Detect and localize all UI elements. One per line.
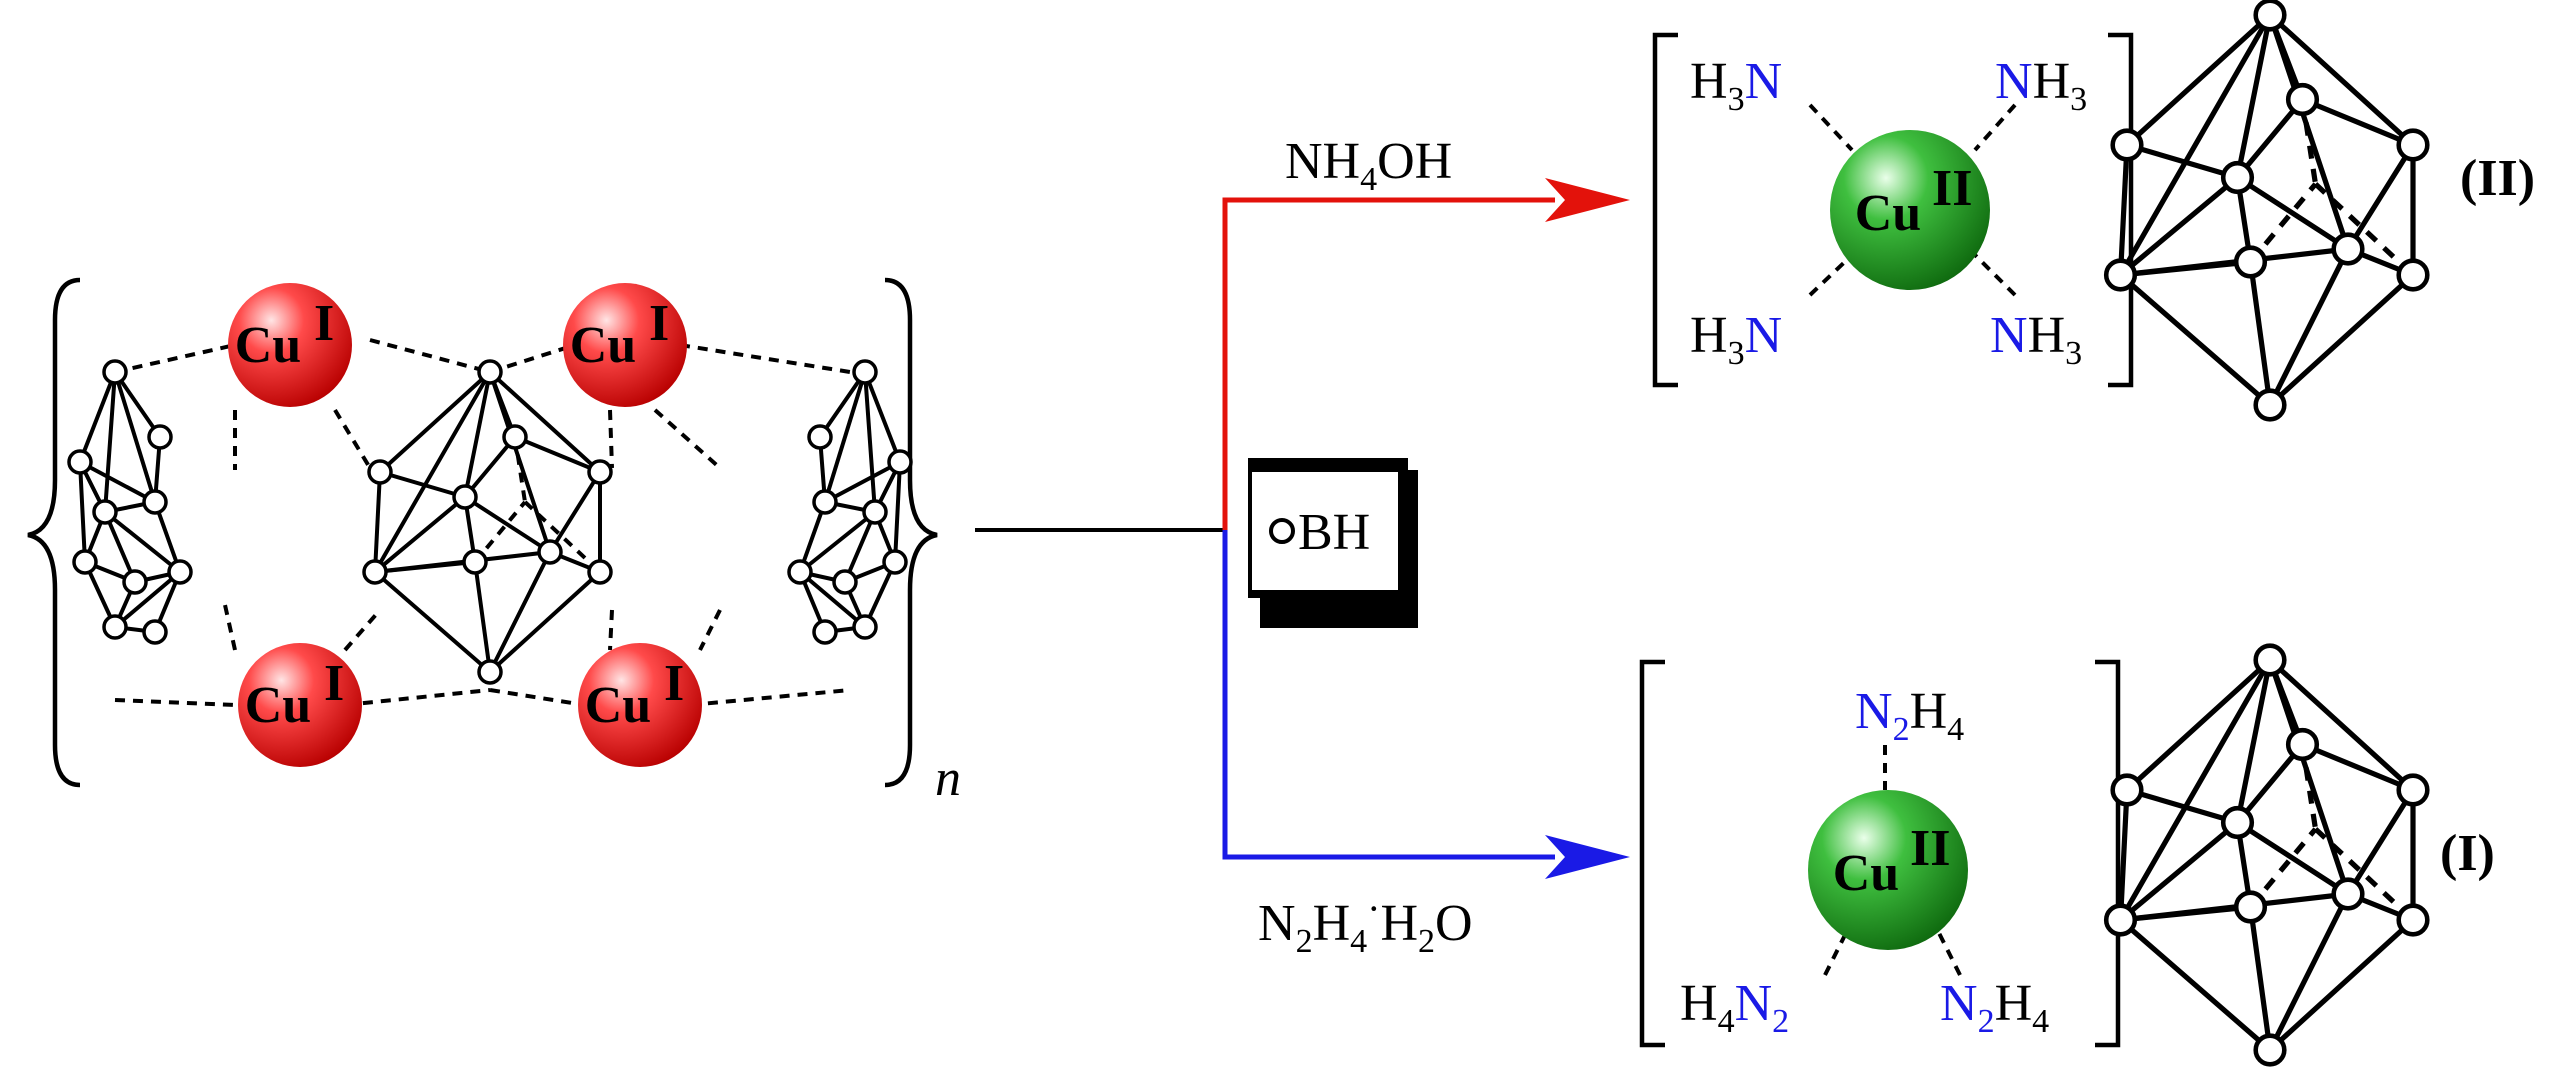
svg-text:Cu: Cu bbox=[570, 317, 636, 374]
svg-text:BH: BH bbox=[1298, 504, 1370, 561]
ligand-i-bottom-right: N2H4 bbox=[1940, 975, 2049, 1040]
polymer-chain: n Cu I bbox=[27, 277, 961, 807]
polymer-cage-left bbox=[67, 359, 193, 645]
ligand-i-bottom-left: H4N2 bbox=[1680, 975, 1789, 1040]
cu-i-sphere-top-right: Cu I bbox=[563, 283, 687, 407]
svg-text:I: I bbox=[649, 295, 669, 352]
arrow-bottom-head bbox=[1545, 835, 1630, 879]
svg-text:Cu: Cu bbox=[1855, 185, 1921, 242]
ligand-i-top: N2H4 bbox=[1855, 683, 1964, 748]
svg-text:Cu: Cu bbox=[235, 317, 301, 374]
compound-label-i: (I) bbox=[2440, 825, 2495, 882]
svg-text:I: I bbox=[664, 655, 684, 712]
ligand-ii-top-left: H3N bbox=[1690, 53, 1782, 118]
cu-i-sphere-bottom-left: Cu I bbox=[238, 643, 362, 767]
boron-vertex-icon bbox=[1269, 518, 1295, 544]
svg-text:II: II bbox=[1910, 820, 1950, 877]
reagent-top-label: NH4OH bbox=[1285, 133, 1452, 198]
arrow-top-head bbox=[1545, 178, 1630, 222]
svg-text:I: I bbox=[324, 655, 344, 712]
arrow-bottom-path bbox=[1222, 530, 1555, 860]
polymer-cage-right bbox=[787, 359, 913, 645]
polymer-contacts bbox=[114, 338, 851, 707]
svg-text:Cu: Cu bbox=[245, 677, 311, 734]
ligand-ii-top-right: NH3 bbox=[1995, 53, 2087, 118]
svg-text:II: II bbox=[1932, 160, 1972, 217]
polymer-cage-center bbox=[362, 359, 613, 685]
polymer-subscript-n: n bbox=[935, 750, 961, 807]
product-ii: Cu II H3N NH3 H3N NH3 (II) bbox=[1652, 1, 2535, 420]
product-i: Cu II N2H4 H4N2 N2H4 (I) bbox=[1639, 646, 2495, 1065]
bh-legend: BH bbox=[1248, 458, 1418, 628]
ligand-ii-bottom-right: NH3 bbox=[1990, 307, 2082, 372]
cu-ii-sphere-i: Cu II bbox=[1808, 790, 1968, 950]
cage-i bbox=[2106, 646, 2427, 1065]
svg-text:I: I bbox=[314, 295, 334, 352]
arrow-top-path bbox=[1222, 197, 1555, 530]
svg-text:Cu: Cu bbox=[1833, 845, 1899, 902]
polymer-right-brace bbox=[884, 277, 938, 788]
ligand-ii-bottom-left: H3N bbox=[1690, 307, 1782, 372]
cu-i-sphere-top-left: Cu I bbox=[228, 283, 352, 407]
cage-ii bbox=[2106, 1, 2427, 420]
svg-text:Cu: Cu bbox=[585, 677, 651, 734]
compound-label-ii: (II) bbox=[2460, 150, 2535, 207]
cu-i-sphere-bottom-right: Cu I bbox=[578, 643, 702, 767]
reagent-bottom-label: N2H4·H2O bbox=[1258, 886, 1473, 960]
reaction-arrows bbox=[975, 178, 1630, 879]
polymer-left-brace bbox=[27, 277, 81, 788]
cu-ii-sphere-ii: Cu II bbox=[1830, 130, 1990, 290]
